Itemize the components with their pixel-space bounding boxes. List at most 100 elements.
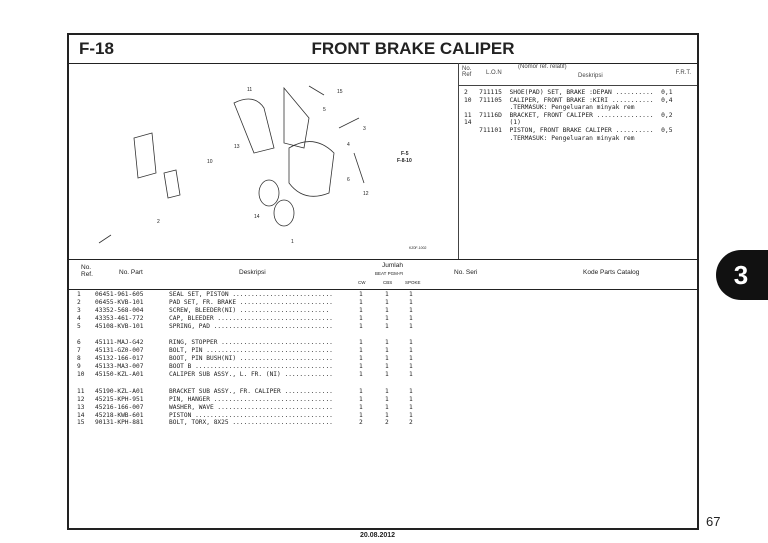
callout-5: 5 xyxy=(323,107,326,113)
lon-desc-header: Deskripsi xyxy=(578,73,603,79)
callout-3: 3 xyxy=(363,126,366,132)
qty-cw: 1 xyxy=(359,371,363,379)
ref-no: 11 xyxy=(77,387,85,395)
callout-10: 10 xyxy=(207,159,213,165)
callout-6: 6 xyxy=(347,177,350,183)
qty-spoke: 1 xyxy=(409,403,413,411)
lon-row: 2 711115 SHOE(PAD) SET, BRAKE :DEPAN ...… xyxy=(464,89,673,96)
exploded-diagram: 11 15 2 10 13 14 1 12 3 4 6 5 F-5 F-8-10… xyxy=(69,63,459,260)
qty-cbs: 2 xyxy=(385,419,389,427)
ref-no: 1 xyxy=(77,291,81,298)
ref-no: 13 xyxy=(77,403,85,411)
qty-cbs: 1 xyxy=(385,291,389,298)
part-no: 45133-MA3-007 xyxy=(95,363,144,371)
part-no: 45216-166-007 xyxy=(95,403,144,411)
qty-spoke: 1 xyxy=(409,411,413,419)
qty-spoke: 1 xyxy=(409,387,413,395)
description: PIN, HANGER ............................… xyxy=(169,395,333,403)
qty-cbs: 1 xyxy=(385,363,389,371)
ref-no: 6 xyxy=(77,339,81,347)
qty-cbs: 1 xyxy=(385,298,389,306)
qty-cbs: 1 xyxy=(385,387,389,395)
ref-no: 15 xyxy=(77,419,85,427)
description: BOOT, PIN BUSH(NI) .....................… xyxy=(169,355,333,363)
qty-cbs: 1 xyxy=(385,314,389,322)
qty-spoke: 1 xyxy=(409,291,413,298)
ref-no: 7 xyxy=(77,347,81,355)
table-header: No. Ref. No. Part Deskripsi Jumlah BEAT … xyxy=(69,259,697,290)
qty-cbs: 1 xyxy=(385,306,389,314)
callout-4: 4 xyxy=(347,142,350,148)
lon-row: .TERMASUK: Pengeluaran minyak rem xyxy=(464,134,635,142)
qty-cw: 1 xyxy=(359,306,363,314)
ref-no: 12 xyxy=(77,395,85,403)
description: PAD SET, FR. BRAKE .....................… xyxy=(169,298,333,306)
part-no: 06451-961-605 xyxy=(95,291,144,298)
ref-no: 2 xyxy=(77,298,81,306)
ref-no: 8 xyxy=(77,355,81,363)
qty-cbs: 1 xyxy=(385,371,389,379)
lon-row: 10 711105 CALIPER, FRONT BRAKE :KIRI ...… xyxy=(464,96,673,104)
qty-spoke: 2 xyxy=(409,419,413,427)
qty-cw: 2 xyxy=(359,419,363,427)
qty-cw: 1 xyxy=(359,322,363,330)
part-no: 45150-KZL-A01 xyxy=(95,371,144,379)
callout-15: 15 xyxy=(337,89,343,95)
qty-cbs: 1 xyxy=(385,355,389,363)
qty-spoke: 1 xyxy=(409,395,413,403)
callout-2: 2 xyxy=(157,219,160,225)
part-no: 43353-461-772 xyxy=(95,314,144,322)
col-no-ref: No. Ref. xyxy=(81,264,93,278)
lon-header-lon: L.O.N xyxy=(486,70,502,76)
col-cw: CW xyxy=(358,280,366,285)
section-code: F-18 xyxy=(79,39,114,58)
description: PISTON .................................… xyxy=(169,411,333,419)
ref-no: 4 xyxy=(77,314,81,322)
qty-cbs: 1 xyxy=(385,347,389,355)
section-tab: 3 xyxy=(716,250,768,300)
col-desc: Deskripsi xyxy=(239,269,266,276)
qty-cw: 1 xyxy=(359,355,363,363)
col-kode: Kode Parts Catalog xyxy=(583,269,640,276)
part-no: 45190-KZL-A01 xyxy=(95,387,144,395)
lon-frt-header: F.R.T. xyxy=(675,70,691,76)
lon-row: .TERMASUK: Pengeluaran minyak rem xyxy=(464,104,635,112)
ref-f810: F-8-10 xyxy=(397,158,412,164)
qty-cw: 1 xyxy=(359,403,363,411)
part-no: 90131-KPH-881 xyxy=(95,419,144,427)
qty-cw: 1 xyxy=(359,395,363,403)
lon-row: 11 71116D BRACKET, FRONT CALIPER .......… xyxy=(464,111,673,119)
qty-cw: 1 xyxy=(359,314,363,322)
callout-1: 1 xyxy=(291,239,294,245)
ref-no: 5 xyxy=(77,322,81,330)
part-no: 45108-KVB-101 xyxy=(95,322,144,330)
description: BOLT, PIN ..............................… xyxy=(169,347,333,355)
description: BOOT B .................................… xyxy=(169,363,333,371)
description: SCREW, BLEEDER(NI) .....................… xyxy=(169,306,330,314)
description: CAP, BLEEDER ...........................… xyxy=(169,314,333,322)
callout-14: 14 xyxy=(254,214,260,220)
print-date: 20.08.2012 xyxy=(360,532,396,539)
description: BOLT, TORX, 8X25 .......................… xyxy=(169,419,333,427)
part-no: 06455-KVB-101 xyxy=(95,298,144,306)
page-number: 67 xyxy=(706,514,721,529)
col-no-seri: No. Seri xyxy=(454,269,478,276)
qty-spoke: 1 xyxy=(409,314,413,322)
lon-row: 14 (1) xyxy=(464,119,521,127)
qty-spoke: 1 xyxy=(409,298,413,306)
qty-cbs: 1 xyxy=(385,411,389,419)
qty-cbs: 1 xyxy=(385,339,389,347)
table-row: 4 43353-461-772 CAP, BLEEDER .............… xyxy=(69,315,697,323)
ref-no: 14 xyxy=(77,411,85,419)
ref-f5: F-5 xyxy=(401,151,409,157)
